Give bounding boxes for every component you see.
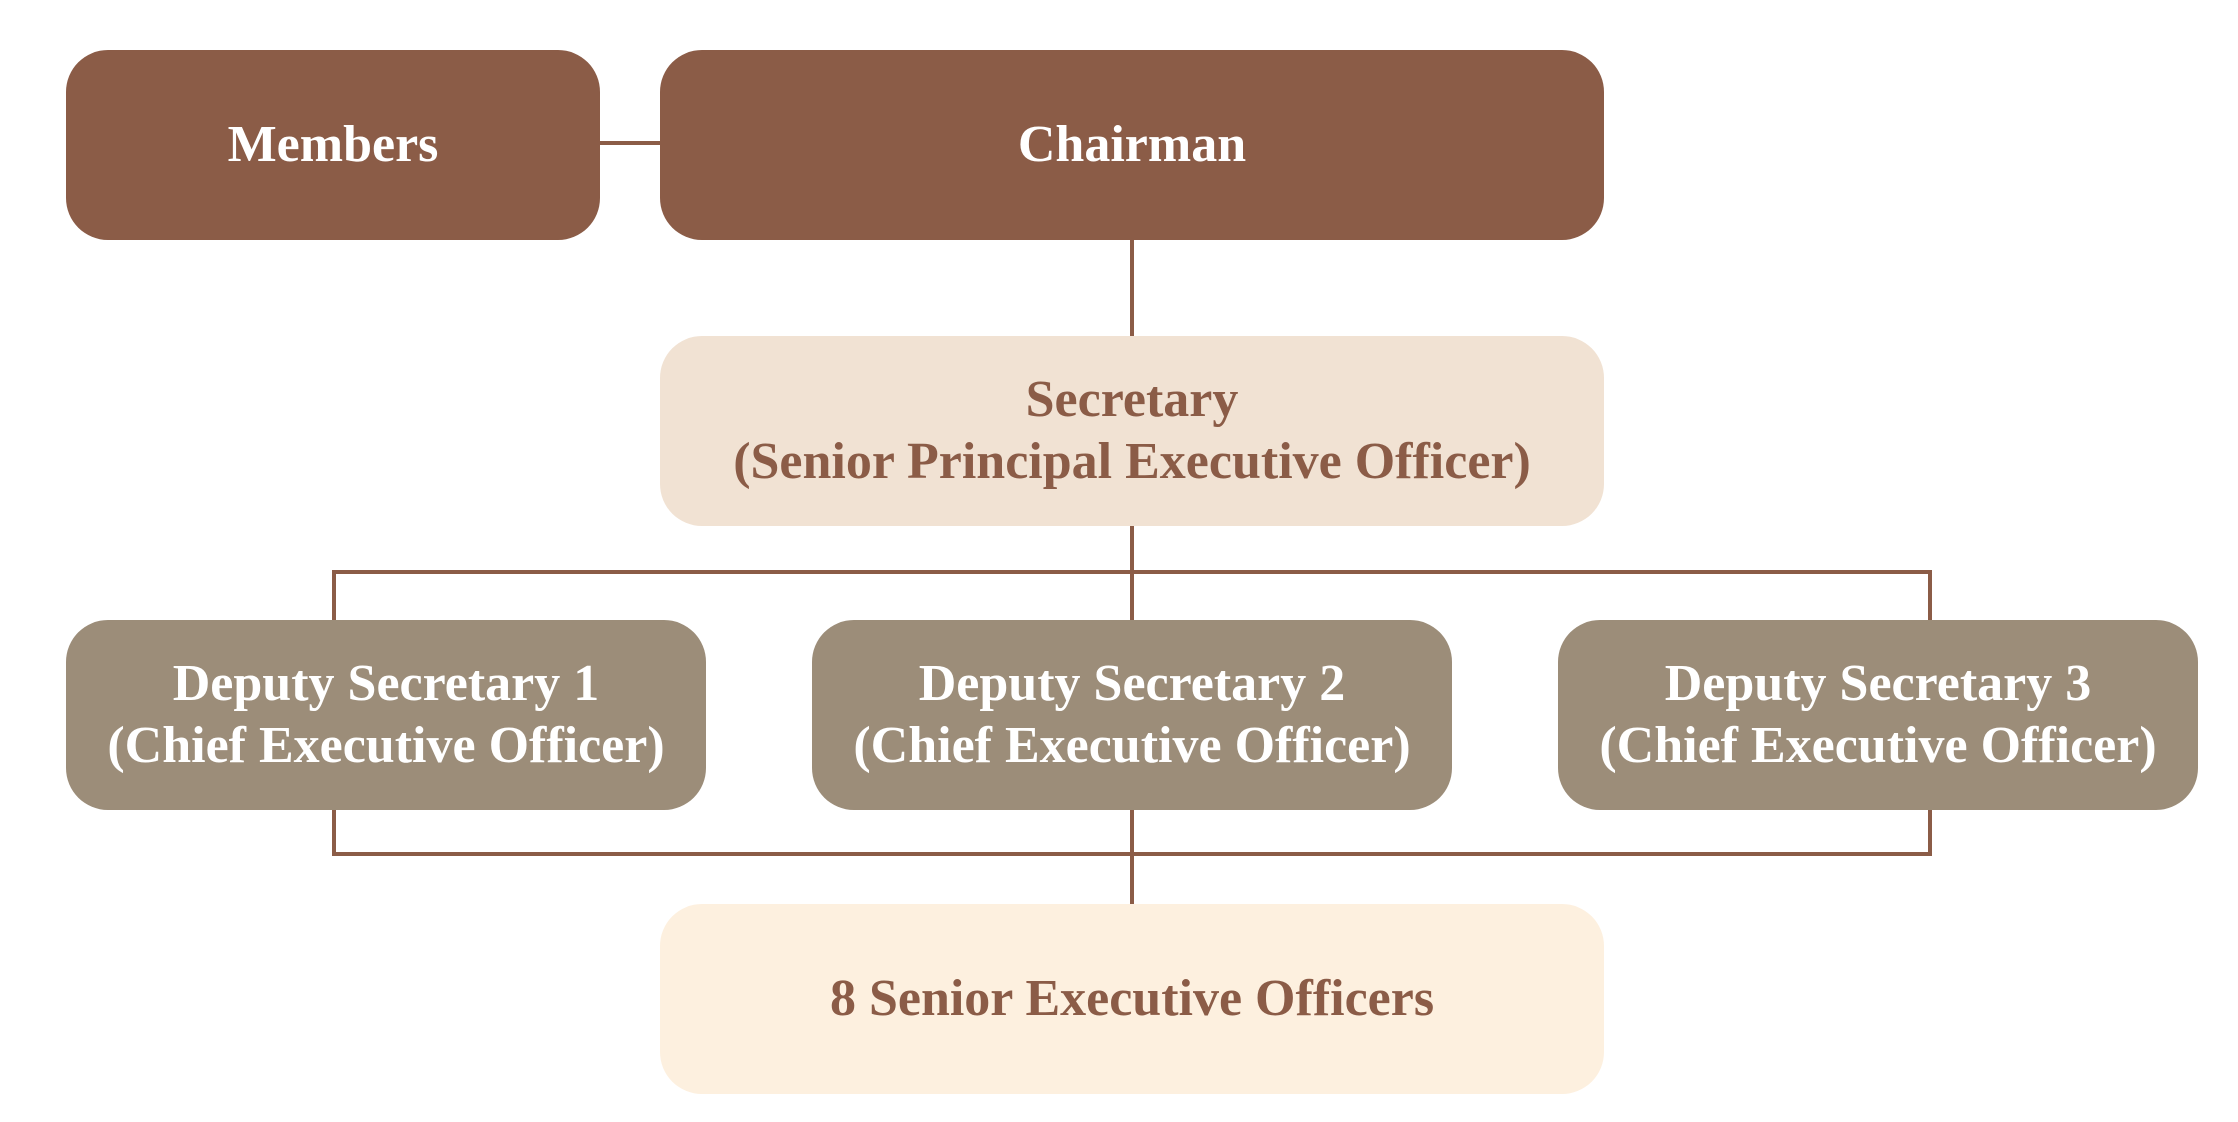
deputy-secretary-3-box: Deputy Secretary 3 (Chief Executive Offi…	[1558, 620, 2198, 810]
chairman-box: Chairman	[660, 50, 1604, 240]
chairman-label: Chairman	[1017, 115, 1247, 173]
connector-members-chairman	[600, 141, 660, 145]
deputy-secretary-3-subtitle: (Chief Executive Officer)	[1599, 717, 2157, 774]
deputy-secretary-1-subtitle: (Chief Executive Officer)	[107, 717, 665, 774]
senior-executive-officers-box: 8 Senior Executive Officers	[660, 904, 1604, 1094]
deputy-secretary-1-box: Deputy Secretary 1 (Chief Executive Offi…	[66, 620, 706, 810]
deputy-secretary-3-title: Deputy Secretary 3	[1664, 654, 2092, 712]
secretary-subtitle: (Senior Principal Executive Officer)	[733, 433, 1531, 490]
deputy-secretary-2-title: Deputy Secretary 2	[918, 654, 1346, 712]
senior-executive-officers-label: 8 Senior Executive Officers	[829, 969, 1435, 1027]
secretary-box: Secretary (Senior Principal Executive Of…	[660, 336, 1604, 526]
connector-upper-left-drop	[332, 570, 336, 620]
deputy-secretary-2-box: Deputy Secretary 2 (Chief Executive Offi…	[812, 620, 1452, 810]
secretary-title: Secretary	[1025, 370, 1239, 428]
deputy-secretary-2-subtitle: (Chief Executive Officer)	[853, 717, 1411, 774]
connector-chairman-secretary	[1130, 238, 1134, 336]
connector-lower-horizontal	[332, 852, 1932, 856]
members-label: Members	[227, 115, 439, 173]
connector-upper-horizontal	[332, 570, 1932, 574]
deputy-secretary-1-title: Deputy Secretary 1	[172, 654, 600, 712]
connector-lower-right-rise	[1928, 806, 1932, 856]
connector-upper-right-drop	[1928, 570, 1932, 620]
members-box: Members	[66, 50, 600, 240]
connector-lower-left-rise	[332, 806, 336, 856]
